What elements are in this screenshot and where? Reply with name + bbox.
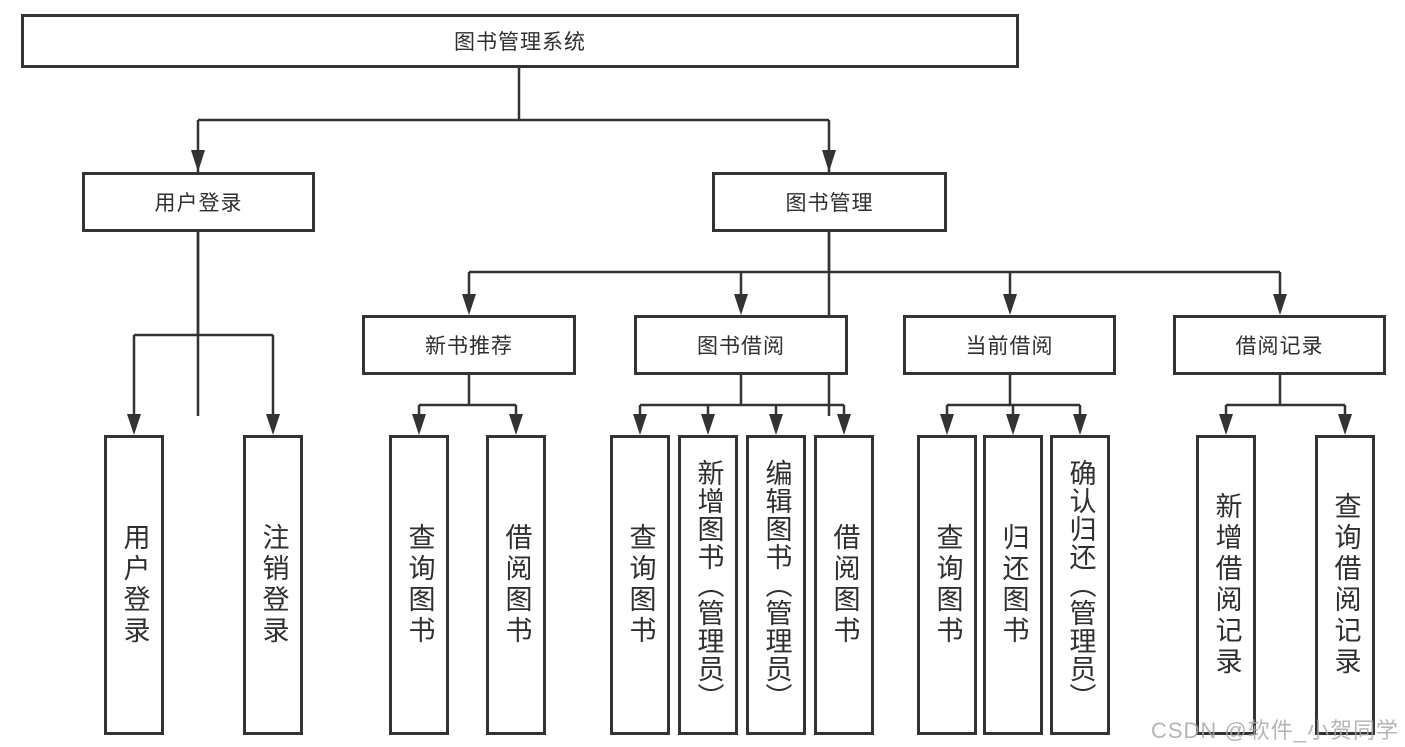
node-book-borrow: 图书借阅 (634, 315, 848, 375)
node-book-management-label: 图书管理 (785, 192, 874, 215)
node-root-label: 图书管理系统 (454, 31, 586, 54)
node-book-management: 图书管理 (712, 172, 947, 232)
leaf-return-books: 归还图书 (983, 435, 1043, 735)
connector-recommend-to-leaves (417, 375, 518, 416)
leaf-borrow-books-recommend-label: 借阅图书 (501, 523, 532, 647)
leaf-logout: 注销登录 (243, 435, 303, 735)
connector-records-to-leaves (1224, 375, 1347, 416)
csdn-watermark: CSDN @软件_小贺同学 (1150, 718, 1399, 743)
leaf-add-books-admin-label: 新增图书（管理员） (693, 459, 724, 711)
connector-bookmgmt-to-level3 (467, 232, 1282, 296)
leaf-borrow-books: 借阅图书 (814, 435, 874, 735)
leaf-query-books-borrow-label: 查询图书 (625, 523, 656, 647)
leaf-query-books-current-label: 查询图书 (932, 523, 963, 647)
leaf-query-books-recommend: 查询图书 (389, 435, 449, 735)
connector-root-to-level2 (196, 68, 831, 416)
leaf-add-books-admin: 新增图书（管理员） (678, 435, 738, 735)
node-new-book-recommend-label: 新书推荐 (425, 335, 513, 358)
leaf-edit-books-admin-label: 编辑图书（管理员） (761, 459, 792, 711)
leaf-query-books-current: 查询图书 (917, 435, 977, 735)
connector-current-to-leaves (945, 375, 1082, 416)
node-current-borrow-label: 当前借阅 (965, 335, 1054, 358)
node-user-login: 用户登录 (82, 172, 315, 232)
leaf-query-books-borrow: 查询图书 (610, 435, 670, 735)
node-user-login-label: 用户登录 (154, 192, 243, 215)
leaf-add-borrow-record: 新增借阅记录 (1196, 435, 1256, 735)
leaf-logout-label: 注销登录 (258, 523, 289, 647)
leaf-user-login-label: 用户登录 (119, 523, 150, 647)
node-root: 图书管理系统 (21, 14, 1019, 68)
leaf-confirm-return-admin: 确认归还（管理员） (1050, 435, 1110, 735)
leaf-edit-books-admin: 编辑图书（管理员） (746, 435, 806, 735)
arrowheads (127, 150, 1352, 435)
leaf-confirm-return-admin-label: 确认归还（管理员） (1065, 459, 1096, 711)
leaf-borrow-books-recommend: 借阅图书 (486, 435, 546, 735)
leaf-borrow-books-label: 借阅图书 (829, 523, 860, 647)
node-new-book-recommend: 新书推荐 (362, 315, 576, 375)
leaf-user-login: 用户登录 (104, 435, 164, 735)
leaf-query-books-recommend-label: 查询图书 (404, 523, 435, 647)
leaf-add-borrow-record-label: 新增借阅记录 (1211, 492, 1242, 678)
leaf-return-books-label: 归还图书 (998, 523, 1029, 647)
node-borrow-records-label: 借阅记录 (1235, 335, 1324, 358)
node-current-borrow: 当前借阅 (903, 315, 1116, 375)
node-borrow-records: 借阅记录 (1173, 315, 1386, 375)
connector-borrow-to-leaves (638, 375, 846, 416)
leaf-query-borrow-record: 查询借阅记录 (1315, 435, 1375, 735)
connector-userlogin-to-leaves (132, 232, 275, 416)
node-book-borrow-label: 图书借阅 (697, 335, 785, 358)
leaf-query-borrow-record-label: 查询借阅记录 (1330, 492, 1361, 678)
